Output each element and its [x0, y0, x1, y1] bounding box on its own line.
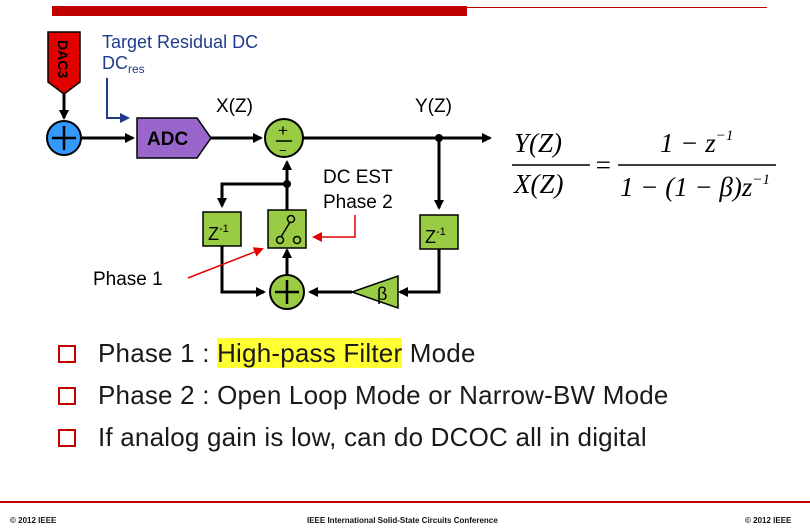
bullet-item: Phase 2 : Open Loop Mode or Narrow-BW Mo…: [58, 374, 669, 416]
top-red-bar: [52, 6, 467, 16]
dc-est-label: DC EST: [323, 167, 393, 188]
target-residual-label: Target Residual DC: [102, 32, 258, 52]
eq-rhs-num: 1 − z−1: [660, 128, 733, 158]
footer-left: © 2012 IEEE: [10, 516, 57, 525]
input-summer: [46, 120, 82, 156]
bullet-box-icon: [58, 345, 76, 363]
adc-block: ADC: [136, 117, 212, 159]
phase1-label: Phase 1: [93, 269, 163, 290]
svg-text:+: +: [278, 121, 288, 140]
bullet-text: Phase 2 : Open Loop Mode or Narrow-BW Mo…: [98, 379, 669, 410]
delay-block-left: Z-1: [202, 211, 242, 247]
target-arrow: [106, 78, 130, 123]
main-summer: + −: [264, 118, 304, 158]
eq-lhs-num: Y(Z): [514, 128, 562, 158]
bullet-item: Phase 1 : High-pass Filter Mode: [58, 332, 669, 374]
adc-label: ADC: [147, 129, 188, 150]
footer-center: IEEE International Solid-State Circuits …: [307, 516, 498, 525]
footer-divider: [0, 501, 810, 503]
bullet-text: If analog gain is low, can do DCOC all i…: [98, 421, 647, 452]
delay-block-right: Z-1: [419, 214, 459, 250]
bullet-box-icon: [58, 387, 76, 405]
phase2-label: Phase 2: [323, 192, 393, 213]
block-diagram: DAC3 Target Residual DC DCres ADC X(Z) +…: [46, 31, 776, 310]
footer-right: © 2012 IEEE: [745, 516, 792, 525]
dc-res-label: DCres: [102, 53, 145, 76]
phase2-pointer: [312, 215, 356, 242]
node-to-left-delay-line: [217, 182, 287, 208]
eq-lhs-den: X(Z): [513, 169, 564, 199]
transfer-function: Y(Z) X(Z) = 1 − z−1 1 − (1 − β)z−1: [512, 128, 776, 202]
svg-text:−: −: [279, 143, 287, 158]
eq-equals: =: [594, 150, 612, 180]
y-z-label: Y(Z): [415, 96, 452, 117]
beta-gain: β: [349, 274, 399, 310]
eq-rhs-den: 1 − (1 − β)z−1: [620, 172, 770, 202]
bottom-summer: [269, 274, 305, 310]
bullet-item: If analog gain is low, can do DCOC all i…: [58, 416, 669, 458]
bullet-text: Phase 1 : High-pass Filter Mode: [98, 337, 476, 368]
phase1-pointer: [187, 247, 264, 279]
dac3-block: DAC3: [47, 31, 81, 95]
delay-to-beta-line: [398, 249, 441, 297]
top-thin-line: [467, 7, 767, 8]
svg-text:Z-1: Z-1: [208, 223, 229, 244]
left-delay-to-sum-line: [220, 246, 266, 297]
switch-block: [267, 209, 307, 249]
bullet-box-icon: [58, 429, 76, 447]
x-z-label: X(Z): [216, 96, 253, 117]
highlighted-text: High-pass Filter: [217, 337, 403, 368]
bullet-list: Phase 1 : High-pass Filter Mode Phase 2 …: [58, 332, 669, 458]
svg-text:Z-1: Z-1: [425, 226, 446, 247]
svg-text:β: β: [377, 284, 387, 304]
dac3-label: DAC3: [55, 40, 71, 78]
